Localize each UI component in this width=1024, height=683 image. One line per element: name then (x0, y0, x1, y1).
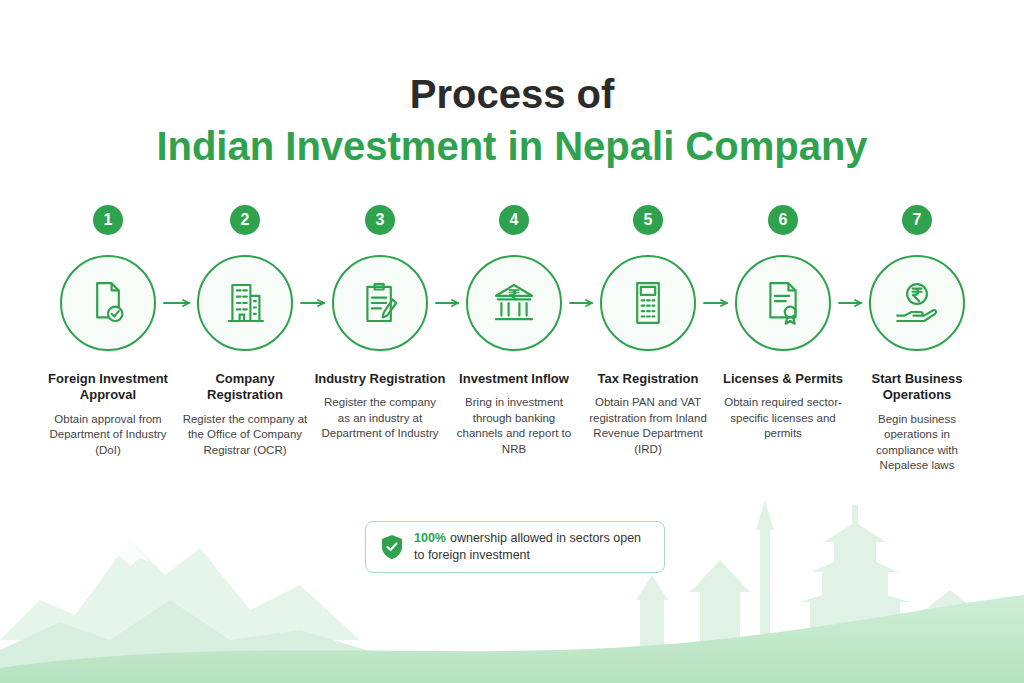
step-number: 2 (241, 211, 250, 229)
step-number-badge: 3 (365, 205, 395, 235)
step-description: Register the company at the Office of Co… (182, 412, 308, 459)
step-number: 5 (644, 211, 653, 229)
flow-arrow (301, 302, 324, 304)
process-step: 2Company RegistrationRegister the compan… (178, 205, 312, 458)
step-icon-circle (735, 255, 831, 351)
process-step: 6Licenses & PermitsObtain required secto… (716, 205, 850, 442)
info-note-box: 100%ownership allowed in sectors open to… (365, 521, 665, 573)
process-step: 3Industry RegistrationRegister the compa… (313, 205, 447, 442)
step-icon (218, 276, 272, 330)
step-number-badge: 1 (93, 205, 123, 235)
process-step: 4Investment InflowBring in investment th… (447, 205, 581, 457)
step-number: 3 (376, 211, 385, 229)
flow-arrow (570, 302, 592, 304)
step-number: 6 (779, 211, 788, 229)
step-icon (353, 276, 407, 330)
shield-check-icon (380, 534, 404, 560)
step-description: Register the company as an industry at D… (317, 395, 443, 442)
step-heading: Industry Registration (315, 371, 446, 387)
step-number-badge: 6 (768, 205, 798, 235)
note-text: 100%ownership allowed in sectors open to… (414, 530, 650, 564)
step-icon (890, 276, 944, 330)
step-heading: Licenses & Permits (723, 371, 843, 387)
step-heading: Foreign Investment Approval (41, 371, 175, 404)
green-hill (0, 595, 1024, 683)
flow-arrow (839, 302, 861, 304)
flow-arrow (164, 302, 189, 304)
step-number: 4 (510, 211, 519, 229)
process-step: 5Tax RegistrationObtain PAN and VAT regi… (581, 205, 715, 457)
step-heading: Investment Inflow (459, 371, 569, 387)
step-description: Obtain PAN and VAT registration from Inl… (585, 395, 711, 457)
step-number-badge: 7 (902, 205, 932, 235)
step-icon-circle (600, 255, 696, 351)
step-icon (487, 276, 541, 330)
step-description: Obtain required sector-specific licenses… (720, 395, 846, 442)
note-highlight: 100% (414, 531, 446, 545)
step-icon (756, 276, 810, 330)
step-number-badge: 5 (633, 205, 663, 235)
step-description: Begin business operations in compliance … (854, 412, 980, 474)
step-icon-circle (197, 255, 293, 351)
step-icon (81, 276, 135, 330)
step-icon-circle (869, 255, 965, 351)
step-icon-circle (466, 255, 562, 351)
title: Process of (0, 72, 1024, 117)
step-number-badge: 4 (499, 205, 529, 235)
flow-arrow (436, 302, 458, 304)
step-heading: Start Business Operations (850, 371, 984, 404)
process-step: 1Foreign Investment ApprovalObtain appro… (41, 205, 175, 458)
step-icon-circle (60, 255, 156, 351)
step-heading: Company Registration (178, 371, 312, 404)
step-heading: Tax Registration (598, 371, 699, 387)
step-number-badge: 2 (230, 205, 260, 235)
step-description: Bring in investment through banking chan… (451, 395, 577, 457)
step-number: 7 (913, 211, 922, 229)
process-step: 7Start Business OperationsBegin business… (850, 205, 984, 474)
step-description: Obtain approval from Department of Indus… (45, 412, 171, 459)
step-icon-circle (332, 255, 428, 351)
step-number: 1 (104, 211, 113, 229)
flow-arrow (704, 302, 727, 304)
step-icon (621, 276, 675, 330)
subtitle: Indian Investment in Nepali Company (0, 124, 1024, 169)
note-body: ownership allowed in sectors open to for… (414, 531, 641, 562)
